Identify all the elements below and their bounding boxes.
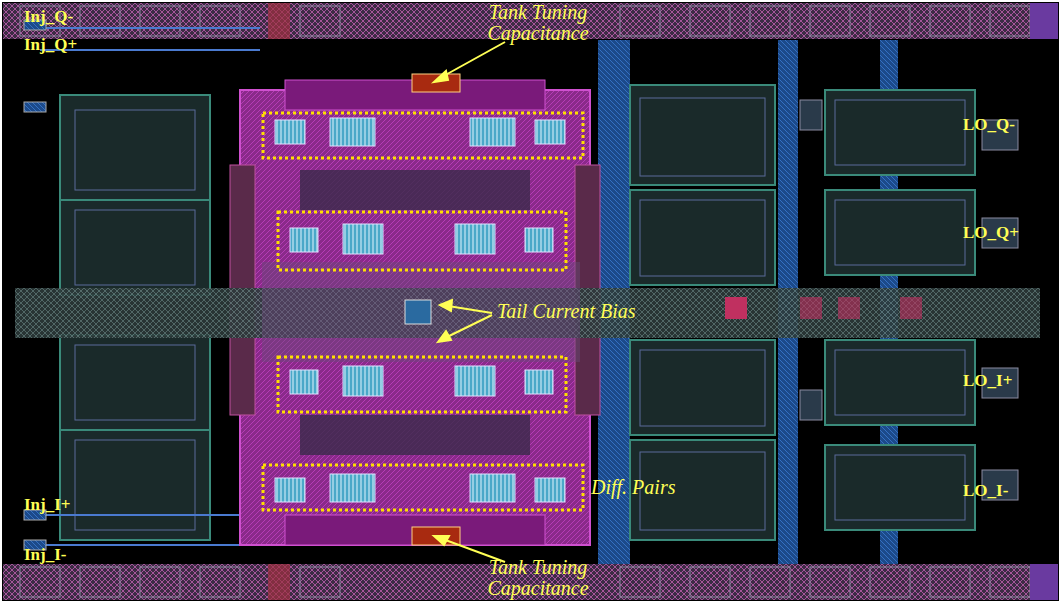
pin-label: Inj_I+	[24, 496, 71, 514]
pin-label: LO_Q-	[963, 116, 1015, 134]
annotation-label: Tail Current Bias	[497, 301, 636, 322]
pin-label: Inj_I-	[24, 546, 67, 564]
pin-label: Inj_Q+	[24, 36, 77, 54]
annotation-label: Tank Tuning Capacitance	[468, 557, 608, 599]
annotation-label: Diff. Pairs	[591, 477, 675, 498]
annotation-label: Tank Tuning Capacitance	[468, 2, 608, 44]
pin-label: LO_I-	[963, 482, 1008, 500]
pin-label: LO_I+	[963, 372, 1012, 390]
pin-label: Inj_Q-	[24, 8, 73, 26]
pin-label: LO_Q+	[963, 224, 1019, 242]
